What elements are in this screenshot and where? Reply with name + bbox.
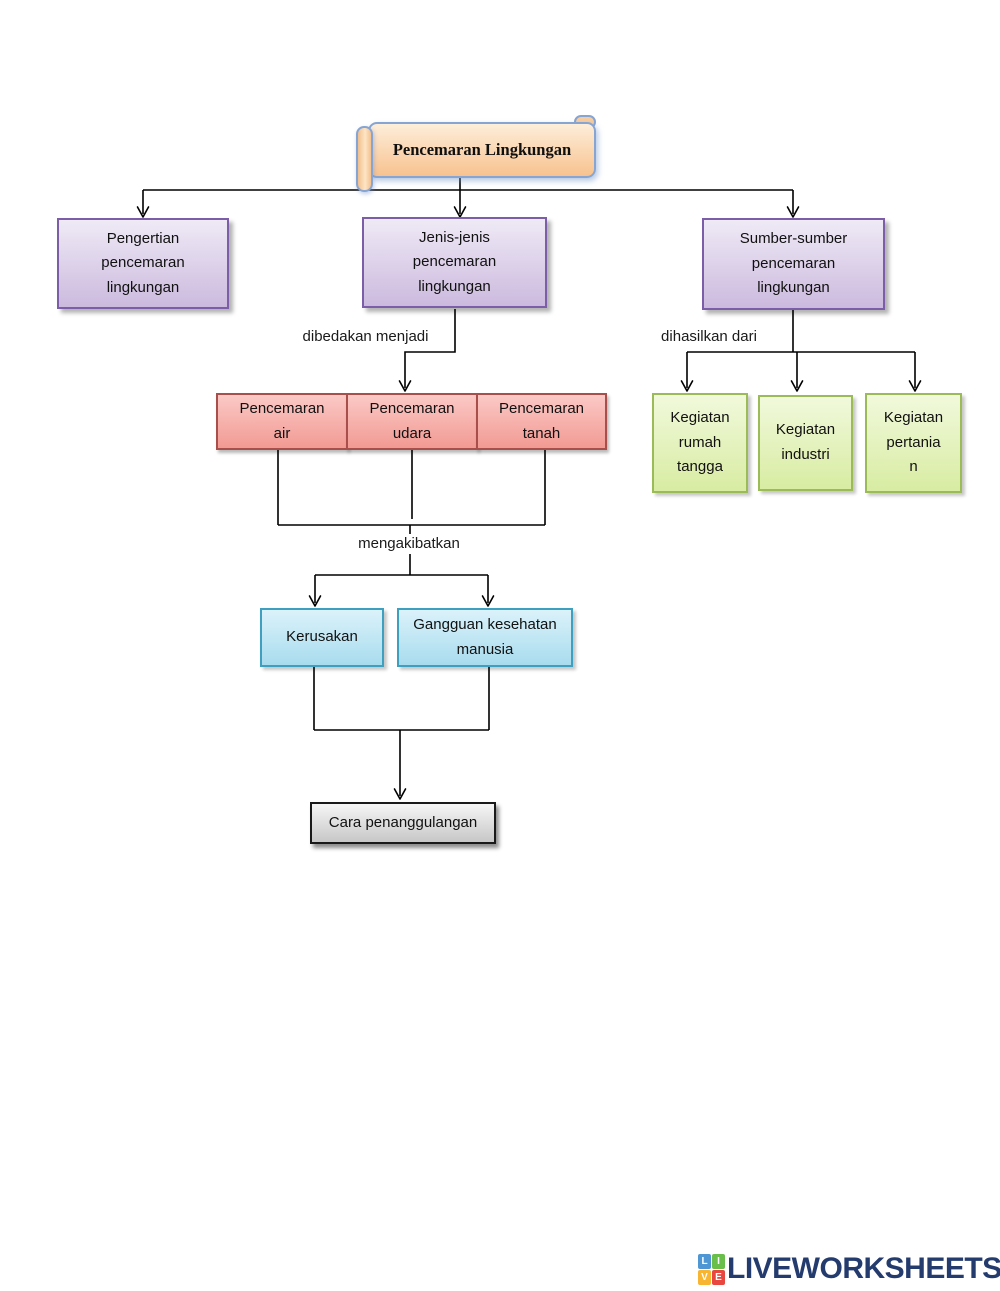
node-sumber: Sumber-sumber pencemaran lingkungan <box>702 218 885 310</box>
title-scroll: Pencemaran Lingkungan <box>368 122 596 178</box>
liveworksheets-logo-icon: L I V E <box>698 1254 725 1285</box>
page-title: Pencemaran Lingkungan <box>392 140 572 159</box>
node-jenis: Jenis-jenis pencemaran lingkungan <box>362 217 547 308</box>
node-pengertian-label: Pengertian pencemaran lingkungan <box>101 229 185 296</box>
node-gangguan-kesehatan: Gangguan kesehatan manusia <box>397 608 573 667</box>
node-pencemaran-air-label: Pencemaran air <box>239 399 325 442</box>
node-kegiatan-pertanian-label: Kegiatan pertania n <box>883 409 944 476</box>
node-kegiatan-rumah-tangga: Kegiatan rumah tangga <box>652 393 748 493</box>
node-kegiatan-industri: Kegiatan industri <box>758 395 853 491</box>
node-pencemaran-air: Pencemaran air <box>216 393 348 450</box>
node-pengertian: Pengertian pencemaran lingkungan <box>57 218 229 309</box>
node-pencemaran-udara-label: Pencemaran udara <box>369 399 455 442</box>
node-cara-penanggulangan: Cara penanggulangan <box>310 802 496 844</box>
node-pencemaran-tanah: Pencemaran tanah <box>476 393 607 450</box>
scroll-curl-left <box>356 126 373 192</box>
edge-label-dibedakan: dibedakan menjadi <box>288 327 443 347</box>
node-pencemaran-tanah-label: Pencemaran tanah <box>498 399 585 442</box>
node-pencemaran-udara: Pencemaran udara <box>346 393 478 450</box>
node-cara-penanggulangan-label: Cara penanggulangan <box>328 813 478 831</box>
node-kegiatan-rumah-tangga-label: Kegiatan rumah tangga <box>670 409 730 476</box>
node-kegiatan-pertanian: Kegiatan pertania n <box>865 393 962 493</box>
logo-square-i: I <box>712 1254 725 1269</box>
node-kerusakan-label: Kerusakan <box>286 628 358 646</box>
liveworksheets-brand-text: LIVEWORKSHEETS <box>727 1252 1000 1285</box>
logo-square-e: E <box>712 1270 725 1285</box>
edge-label-dihasilkan: dihasilkan dari <box>647 327 771 347</box>
node-kerusakan: Kerusakan <box>260 608 384 667</box>
logo-square-l: L <box>698 1254 711 1269</box>
edge-label-mengakibatkan: mengakibatkan <box>349 534 469 554</box>
node-jenis-label: Jenis-jenis pencemaran lingkungan <box>412 228 497 295</box>
node-sumber-label: Sumber-sumber pencemaran lingkungan <box>739 230 848 297</box>
logo-square-v: V <box>698 1270 711 1285</box>
node-kegiatan-industri-label: Kegiatan industri <box>775 421 836 463</box>
node-gangguan-kesehatan-label: Gangguan kesehatan manusia <box>413 615 557 658</box>
